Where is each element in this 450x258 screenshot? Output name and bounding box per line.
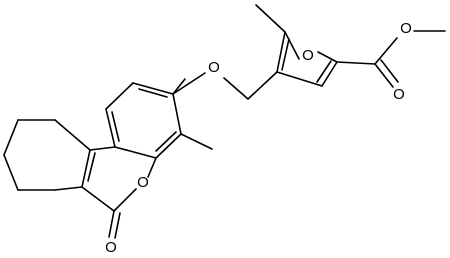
bond-c4-c5-double bbox=[316, 60, 332, 83]
bond-l-4 bbox=[81, 149, 91, 188]
bond-furanO-c2 bbox=[284, 31, 300, 60]
bond-ester-carbonyl-2 bbox=[380, 59, 399, 83]
bond-ar-6 bbox=[105, 82, 134, 110]
bond-c4-c5 bbox=[321, 61, 338, 87]
bond-ar-1 bbox=[172, 78, 186, 95]
bond-lactone-carbonyl-1 bbox=[108, 210, 115, 238]
bond-c3-c4 bbox=[276, 71, 323, 87]
atom-label-lactone-carbonyl-oxygen: O bbox=[105, 239, 117, 256]
furan-ring bbox=[276, 31, 338, 87]
lactone-ring bbox=[81, 146, 157, 239]
bond-l-5 bbox=[89, 146, 116, 151]
aromatic-substituents bbox=[172, 72, 213, 150]
bond-lactone-carbonyl-2 bbox=[114, 212, 121, 239]
bond-c2-c3-double bbox=[281, 38, 290, 71]
bond-ester-c-o bbox=[374, 37, 398, 65]
benzene-ring bbox=[105, 78, 186, 159]
bond-c5-furanO bbox=[317, 51, 338, 63]
bond-c-4 bbox=[3, 154, 19, 191]
bond-ar-double-2 bbox=[155, 131, 177, 152]
bond-l-2 bbox=[113, 188, 137, 212]
bond-furan-methyl bbox=[255, 4, 286, 33]
bond-ar-5 bbox=[105, 108, 116, 148]
bond-ch2-etherO bbox=[223, 77, 249, 100]
furan-substituents bbox=[223, 4, 446, 100]
bond-ar-3 bbox=[155, 133, 182, 159]
bond-ar-methyl bbox=[180, 133, 213, 150]
cyclohexane-ring bbox=[3, 119, 91, 191]
bond-ar-4 bbox=[114, 146, 157, 159]
atom-label-ester-carbonyl-oxygen: O bbox=[393, 86, 405, 103]
bond-l-1 bbox=[147, 157, 157, 178]
atom-label-lactone-ring-oxygen: O bbox=[137, 174, 149, 191]
bond-c-3 bbox=[3, 119, 19, 156]
atom-label-ether-oxygen: O bbox=[208, 59, 220, 76]
bond-l-double-1 bbox=[87, 152, 96, 182]
bond-ester-carbonyl-1 bbox=[374, 63, 394, 88]
atom-label-ester-oxygen: O bbox=[400, 20, 412, 37]
bond-ar-2 bbox=[172, 93, 182, 135]
bond-ar-7 bbox=[132, 82, 174, 95]
bond-ar-etherO bbox=[172, 72, 206, 95]
bond-c-6 bbox=[54, 186, 83, 191]
bond-c5-ester-c bbox=[336, 61, 376, 65]
bond-ar-double-3 bbox=[111, 111, 120, 142]
atom-label-furan-oxygen: O bbox=[302, 47, 314, 64]
atom-labels: O O O O O O bbox=[105, 20, 412, 256]
bond-c-1 bbox=[54, 119, 91, 151]
bond-furan-ch2 bbox=[247, 71, 278, 100]
bond-l-3 bbox=[81, 186, 115, 212]
bond-c2-c3 bbox=[276, 31, 286, 73]
bond-ar-double-1 bbox=[138, 88, 168, 98]
